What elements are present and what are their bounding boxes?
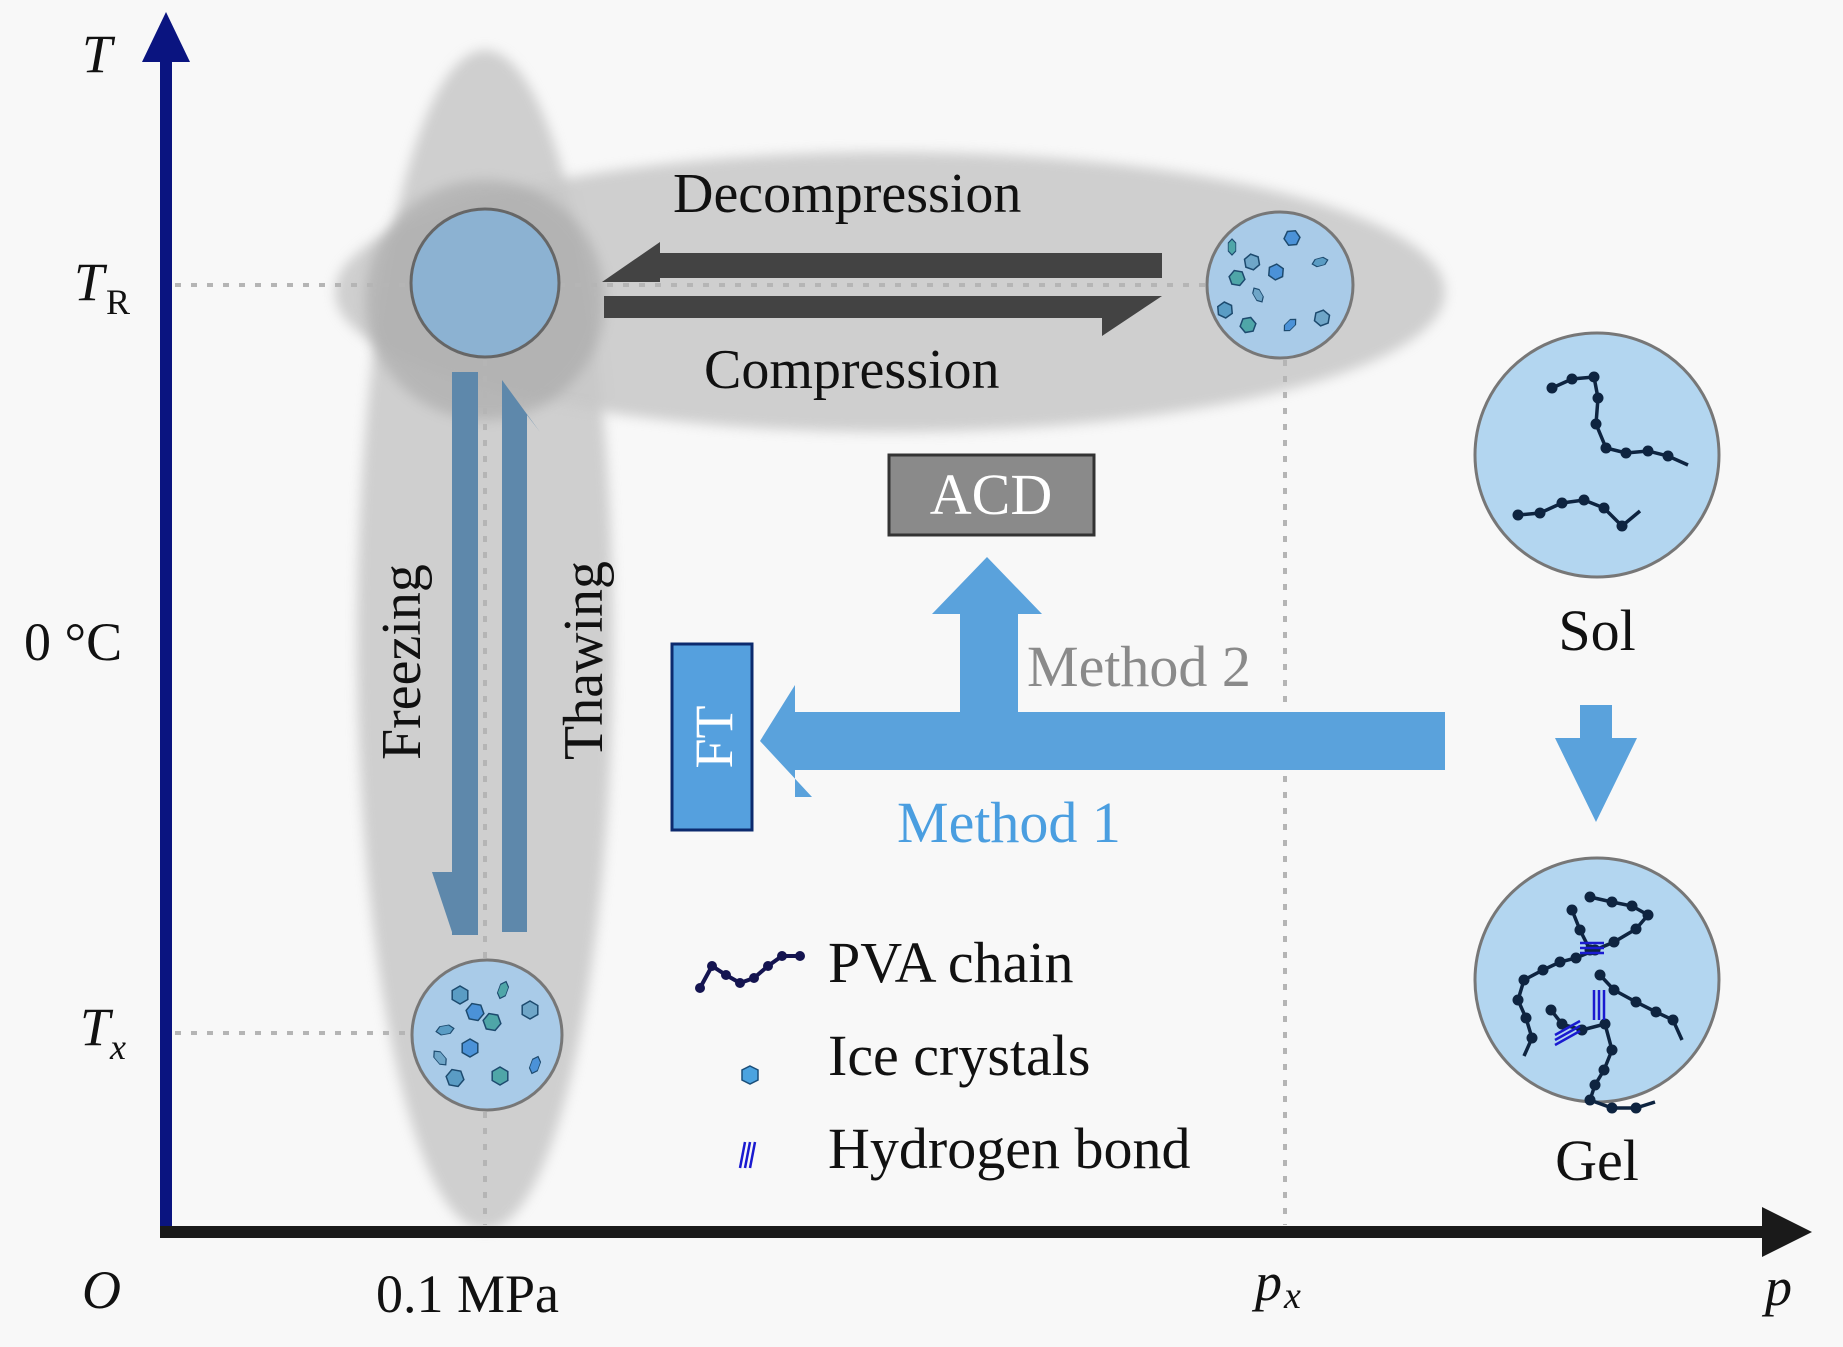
method-2-arrow	[932, 557, 1042, 712]
x-tick-px: px	[1251, 1252, 1301, 1317]
ice-crystal-glyph	[1216, 301, 1234, 319]
y-tick-tx: Tx	[80, 997, 126, 1067]
sol-circle	[1473, 331, 1721, 579]
ice-crystal-glyph	[445, 1068, 465, 1088]
pva-chain-icon	[695, 951, 805, 993]
sol-label: Sol	[1558, 598, 1635, 663]
ft-label: FT	[684, 705, 744, 768]
frozen-state-circle-high-pressure	[1205, 210, 1355, 360]
x-tick-0-1-mpa: 0.1 MPa	[376, 1264, 559, 1324]
ice-crystal-icon	[741, 1065, 759, 1085]
frozen-state-circle-low-temp	[410, 958, 564, 1112]
decompression-arrow	[602, 242, 1162, 282]
decompression-label: Decompression	[673, 163, 1021, 225]
horizontal-process-shade	[335, 152, 1445, 432]
x-axis-label: p	[1761, 1257, 1792, 1317]
y-axis-label: T	[82, 24, 116, 84]
ice-crystal-glyph	[528, 1055, 542, 1075]
acd-box: ACD	[887, 453, 1096, 537]
legend: PVA chain Ice crystals Hydrogen bond	[695, 930, 1190, 1181]
liquid-state-circle	[409, 207, 561, 359]
legend-pva-chain-label: PVA chain	[828, 930, 1073, 995]
compression-label: Compression	[704, 339, 1000, 401]
y-axis-arrowhead	[142, 12, 190, 62]
pva-chain	[1546, 371, 1689, 467]
hydrogen-bond-glyph	[1554, 1019, 1581, 1047]
hydrogen-bond-glyph	[1580, 941, 1604, 955]
legend-hydrogen-bond-label: Hydrogen bond	[828, 1116, 1190, 1181]
gel-label: Gel	[1555, 1128, 1639, 1193]
ice-crystal-glyph	[491, 1066, 509, 1086]
legend-ice-crystals-label: Ice crystals	[828, 1023, 1090, 1088]
thawing-arrow	[502, 380, 540, 932]
ice-crystal-glyph	[1227, 238, 1237, 256]
ice-crystal-glyph	[451, 985, 469, 1005]
origin-label: O	[82, 1260, 121, 1320]
sol-to-gel-arrow	[1555, 705, 1637, 822]
ice-crystal-glyph	[435, 1024, 455, 1036]
ice-crystal-glyph	[1311, 256, 1329, 268]
ice-crystal-glyph	[461, 1038, 479, 1058]
freezing-arrow	[432, 372, 478, 935]
ft-box: FT	[670, 642, 754, 832]
ice-crystal-glyph	[1239, 316, 1257, 334]
ice-crystal-glyph	[1283, 229, 1301, 247]
pva-chain	[1594, 969, 1684, 1041]
ice-crystal-glyph	[1313, 309, 1331, 327]
x-axis-arrowhead	[1762, 1207, 1812, 1257]
compression-arrow	[604, 296, 1162, 336]
hydrogen-bond-icon	[738, 1141, 757, 1169]
gel-circle	[1473, 856, 1721, 1114]
ice-crystal-glyph	[1283, 318, 1297, 332]
y-tick-tr: TR	[74, 252, 130, 322]
ice-crystal-glyph	[433, 1050, 447, 1066]
ice-crystal-glyph	[521, 1000, 539, 1020]
ice-crystal-glyph	[465, 1002, 485, 1022]
freezing-label: Freezing	[371, 564, 433, 760]
pva-chain	[1512, 494, 1642, 532]
method-2-label: Method 2	[1027, 634, 1251, 699]
ice-crystal-glyph	[1243, 253, 1261, 271]
thawing-label: Thawing	[553, 561, 615, 760]
hydrogen-bond-glyph	[1592, 990, 1606, 1020]
ice-crystal-glyph	[482, 1012, 502, 1032]
ice-crystal-glyph	[496, 980, 510, 1000]
ice-crystal-glyph	[1228, 269, 1246, 287]
ice-crystal-glyph	[1252, 287, 1264, 303]
method-1-label: Method 1	[897, 790, 1121, 855]
y-tick-zero-c: 0 °C	[24, 612, 122, 672]
method-1-arrow	[760, 685, 1445, 797]
acd-label: ACD	[930, 462, 1052, 527]
ice-crystal-glyph	[1267, 263, 1285, 281]
